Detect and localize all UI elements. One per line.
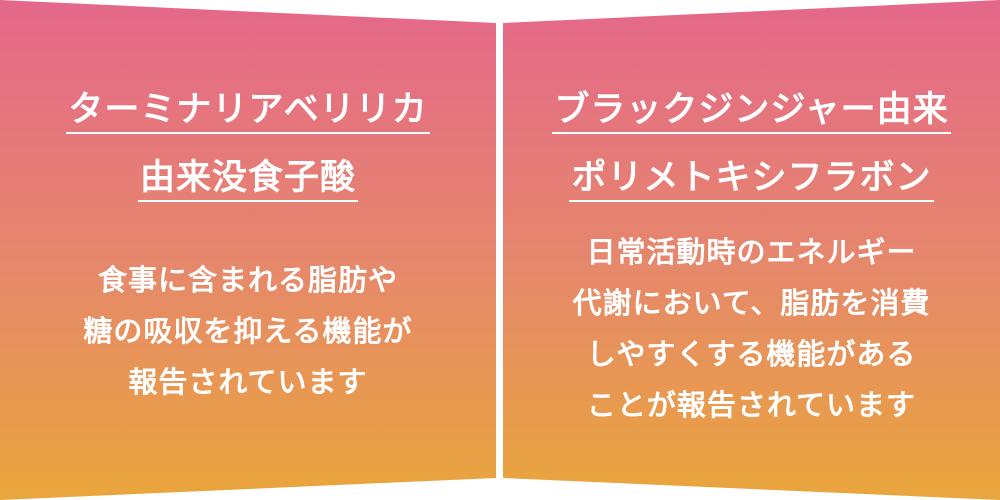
description-line: 糖の吸収を抑える機能が <box>83 314 413 348</box>
description-line: 日常活動時のエネルギー <box>586 235 917 269</box>
description-line: しやすくする機能がある <box>586 337 917 371</box>
ingredient-panel-black-ginger: ブラックジンジャー由来 ポリメトキシフラボン 日常活動時のエネルギー 代謝におい… <box>503 0 1000 500</box>
title-line: ターミナリアベリリカ <box>66 88 430 134</box>
ingredient-description: 日常活動時のエネルギー 代謝において、脂肪を消費 しやすくする機能がある ことが… <box>503 227 1000 431</box>
ingredient-description: 食事に含まれる脂肪や 糖の吸収を抑える機能が 報告されています <box>0 255 496 408</box>
title-line: ポリメトキシフラボン <box>569 156 934 202</box>
title-line: 由来没食子酸 <box>137 156 358 202</box>
ingredient-title: ターミナリアベリリカ 由来没食子酸 <box>0 80 496 216</box>
description-line: 代謝において、脂肪を消費 <box>572 286 931 320</box>
title-line: ブラックジンジャー由来 <box>552 88 951 134</box>
ingredient-panel-terminalia: ターミナリアベリリカ 由来没食子酸 食事に含まれる脂肪や 糖の吸収を抑える機能が… <box>0 0 496 500</box>
panel-content: ターミナリアベリリカ 由来没食子酸 食事に含まれる脂肪や 糖の吸収を抑える機能が… <box>0 0 496 500</box>
panel-content: ブラックジンジャー由来 ポリメトキシフラボン 日常活動時のエネルギー 代謝におい… <box>503 0 1000 500</box>
description-line: 食事に含まれる脂肪や <box>97 263 398 297</box>
ingredient-title: ブラックジンジャー由来 ポリメトキシフラボン <box>503 80 1000 216</box>
description-line: ことが報告されています <box>586 388 917 422</box>
description-line: 報告されています <box>128 365 368 399</box>
